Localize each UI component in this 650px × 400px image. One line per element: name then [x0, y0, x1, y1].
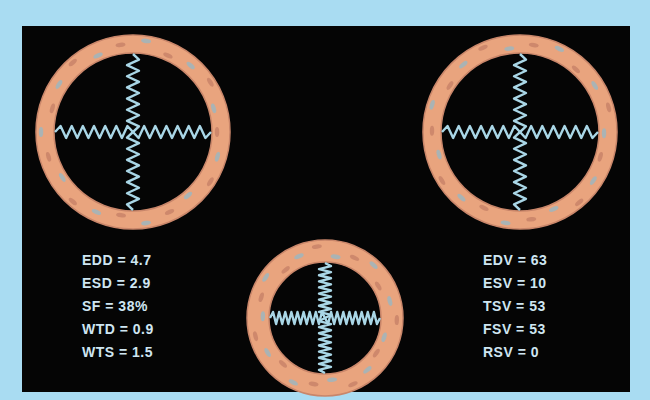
spring — [442, 126, 520, 138]
fiber-speck — [206, 176, 215, 187]
measurement-label: ESV = 10 — [483, 275, 547, 291]
spring — [133, 126, 211, 138]
fiber-speck — [278, 359, 288, 369]
fiber-speck — [210, 103, 217, 114]
fiber-speck — [261, 311, 266, 321]
fiber-speck — [261, 272, 270, 283]
fiber-speck — [528, 42, 539, 48]
measurement-label: WTS = 1.5 — [82, 344, 153, 360]
spring — [514, 54, 526, 132]
fiber-speck — [605, 102, 612, 113]
measurement-label: ESD = 2.9 — [82, 275, 151, 291]
fiber-speck — [386, 296, 393, 307]
fiber-speck — [116, 212, 127, 218]
fiber-speck — [437, 175, 446, 186]
fiber-speck — [479, 204, 490, 212]
fiber-speck — [330, 254, 341, 260]
measurement-label: TSV = 53 — [483, 298, 546, 314]
fiber-speck — [362, 365, 373, 375]
spring — [325, 312, 380, 324]
fiber-speck — [478, 44, 489, 52]
measurement-label: SF = 38% — [82, 298, 148, 314]
fiber-speck — [58, 172, 67, 183]
fiber-speck — [68, 197, 78, 207]
fiber-speck — [215, 127, 219, 137]
fiber-speck — [141, 38, 152, 44]
spring — [127, 54, 139, 132]
fiber-speck — [380, 332, 387, 343]
fiber-speck — [368, 260, 378, 270]
spring — [270, 312, 325, 324]
fiber-speck — [590, 80, 599, 91]
fiber-speck — [372, 348, 381, 359]
fiber-speck — [327, 377, 337, 383]
fiber-speck — [206, 77, 215, 88]
fiber-speck — [597, 151, 604, 162]
myocardium-wall — [247, 240, 403, 396]
spring — [319, 263, 331, 318]
fiber-speck — [429, 99, 436, 110]
fiber-speck — [183, 191, 193, 201]
fiber-speck — [49, 103, 56, 114]
fiber-speck — [589, 175, 598, 186]
measurement-label: EDV = 63 — [483, 252, 547, 268]
fiber-speck — [54, 79, 63, 90]
fiber-speck — [308, 381, 319, 387]
fiber-speck — [162, 51, 173, 59]
ventricle-ring — [36, 35, 230, 229]
fiber-speck — [263, 347, 272, 358]
fiber-speck — [394, 315, 399, 325]
myocardium-wall — [36, 35, 230, 229]
fiber-speck — [436, 149, 443, 160]
spring — [319, 318, 331, 373]
fiber-speck — [258, 292, 265, 303]
fiber-speck — [504, 46, 514, 52]
ventricle-rings — [36, 35, 617, 396]
fiber-speck — [141, 220, 152, 226]
fiber-speck — [349, 254, 360, 262]
black-panel — [22, 26, 630, 392]
fiber-speck — [554, 45, 565, 53]
fiber-speck — [526, 216, 536, 222]
spring — [514, 132, 526, 210]
fiber-speck — [374, 280, 383, 291]
fiber-speck — [288, 378, 299, 386]
fiber-speck — [185, 61, 195, 71]
spring — [55, 126, 133, 138]
spring — [520, 126, 598, 138]
fiber-speck — [571, 64, 581, 74]
fiber-speck — [93, 51, 104, 59]
fiber-speck — [280, 265, 291, 275]
measurement-label: EDD = 4.7 — [82, 252, 151, 268]
fiber-speck — [500, 220, 511, 226]
fiber-speck — [445, 80, 454, 91]
measurement-label: FSV = 53 — [483, 321, 546, 337]
fiber-speck — [91, 208, 102, 216]
fiber-speck — [39, 127, 43, 137]
fiber-speck — [458, 60, 468, 70]
fiber-speck — [293, 252, 304, 260]
fiber-speck — [430, 126, 435, 136]
measurement-label: RSV = 0 — [483, 344, 539, 360]
myocardium-wall — [423, 35, 617, 229]
ventricle-ring — [423, 35, 617, 229]
fiber-speck — [602, 128, 607, 138]
fiber-speck — [252, 331, 259, 342]
fiber-speck — [456, 193, 466, 203]
fiber-speck — [115, 42, 126, 48]
fiber-speck — [45, 151, 52, 162]
fiber-speck — [312, 244, 322, 250]
fiber-speck — [164, 208, 175, 216]
fiber-speck — [347, 380, 358, 388]
fiber-speck — [574, 197, 584, 207]
ventricle-ring — [247, 240, 403, 396]
measurement-label: WTD = 0.9 — [82, 321, 154, 337]
fiber-speck — [548, 205, 559, 213]
fiber-speck — [68, 58, 78, 68]
fiber-speck — [214, 151, 221, 162]
spring — [127, 132, 139, 210]
